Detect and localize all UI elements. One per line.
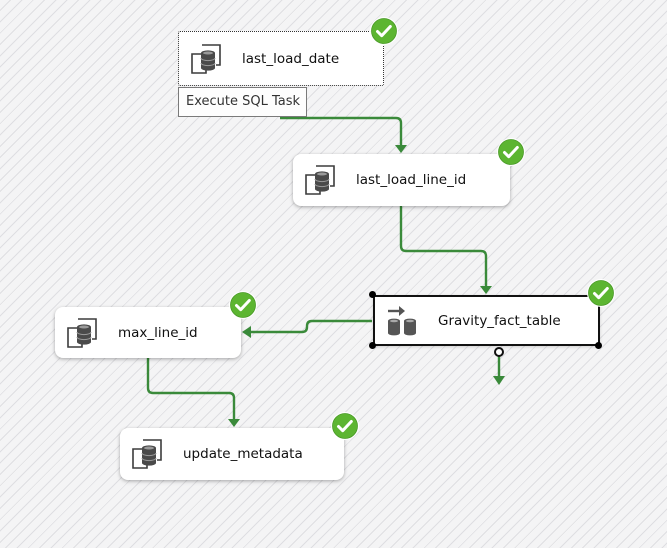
- data-flow-icon: [384, 303, 420, 339]
- task-update-metadata[interactable]: update_metadata: [120, 428, 344, 480]
- connector-gravity-fact-table-to-max-line-id: [250, 319, 372, 334]
- task-label: last_load_date: [242, 50, 340, 67]
- task-label: last_load_line_id: [356, 172, 467, 188]
- task-last-load-date[interactable]: last_load_date: [178, 31, 384, 86]
- arrowhead: [228, 419, 240, 427]
- success-checkmark-icon: [586, 278, 616, 308]
- task-label: max_line_id: [118, 324, 198, 341]
- connector-last-load-date-to-last-load-line-id: [280, 116, 403, 146]
- arrowhead: [480, 286, 492, 294]
- selection-handle-top-left[interactable]: [369, 291, 376, 298]
- output-connector-handle: [494, 347, 504, 357]
- task-gravity-fact-table[interactable]: Gravity_fact_table: [373, 295, 600, 346]
- database-icon: [188, 41, 224, 77]
- success-checkmark-icon: [496, 137, 526, 167]
- connector-last-load-line-id-to-gravity-fact-table: [399, 206, 488, 287]
- task-last-load-line-id[interactable]: last_load_line_id: [293, 154, 510, 206]
- selection-handle-bottom-right[interactable]: [595, 342, 602, 349]
- success-checkmark-icon: [369, 16, 399, 46]
- database-icon: [302, 162, 338, 198]
- connector-max-line-id-to-update-metadata: [146, 358, 236, 420]
- arrowhead: [242, 326, 251, 338]
- arrowhead: [395, 145, 407, 153]
- database-icon: [64, 315, 100, 351]
- selection-handle-bottom-left[interactable]: [369, 342, 376, 349]
- success-checkmark-icon: [330, 411, 360, 441]
- task-max-line-id[interactable]: max_line_id: [55, 307, 241, 358]
- arrowhead: [493, 376, 505, 385]
- database-icon: [129, 436, 165, 472]
- task-type-tooltip: Execute SQL Task: [178, 87, 307, 117]
- task-label: Gravity_fact_table: [438, 312, 561, 329]
- task-label: update_metadata: [183, 446, 303, 462]
- success-checkmark-icon: [228, 290, 258, 320]
